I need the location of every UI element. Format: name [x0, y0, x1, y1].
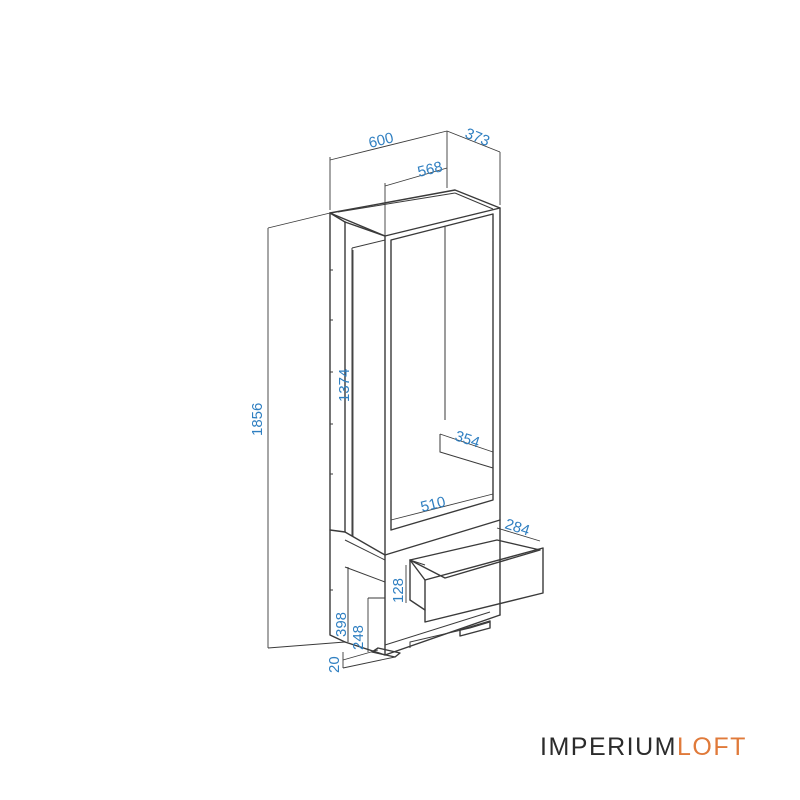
brand-logo: IMPERIUMLOFT — [540, 733, 747, 762]
cabinet-body — [329, 189, 501, 658]
brand-part2: LOFT — [677, 733, 747, 761]
dim-door-height: 1374 — [336, 369, 353, 402]
dim-total-height: 1856 — [249, 403, 266, 436]
dim-depth: 373 — [463, 125, 493, 150]
dim-shelf-width: 510 — [419, 493, 447, 516]
dim-plinth: 20 — [326, 656, 343, 673]
dim-total-width: 600 — [367, 129, 395, 152]
dim-base-height: 398 — [333, 612, 350, 637]
dim-drawer-opening: 248 — [350, 625, 367, 650]
dim-shelf-depth: 354 — [453, 428, 482, 452]
dimension-lines — [267, 130, 541, 669]
brand-part1: IMPERIUM — [540, 733, 677, 761]
dimension-labels: 600 373 568 1856 1374 354 510 284 128 39… — [249, 125, 532, 673]
dim-drawer-height: 128 — [390, 578, 407, 603]
dim-inner-width: 568 — [416, 158, 444, 181]
dim-drawer-depth: 284 — [503, 516, 532, 540]
drawer — [409, 539, 544, 623]
